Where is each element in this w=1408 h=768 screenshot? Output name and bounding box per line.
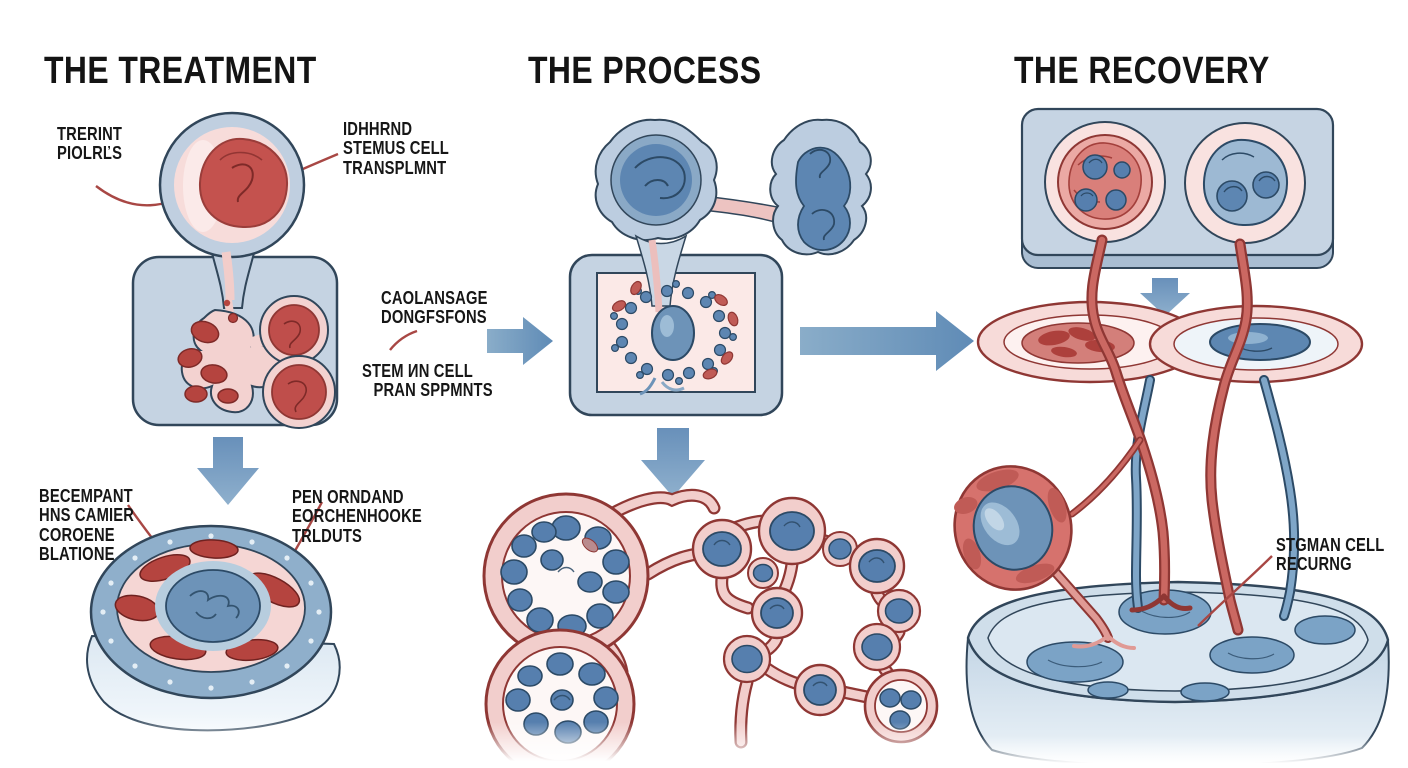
label-line: TRANSPLMNT <box>343 157 447 178</box>
basin <box>965 580 1390 768</box>
funnel <box>634 234 688 313</box>
label-process-stem-cell: STEM ИN CELL PRAN SPPMNTS <box>362 361 493 401</box>
recovery-illustration <box>940 107 1408 768</box>
label-line: TRERINT <box>57 124 123 144</box>
label-treatment-source: TRERINT PIOLRĽS <box>57 124 123 164</box>
cell-wreath <box>609 280 739 396</box>
pointer-line-recovery <box>1197 555 1273 627</box>
label-line: EORCHENHOOKE <box>292 506 422 527</box>
label-line: PEN ORNDAND <box>292 487 404 507</box>
label-recovery-stem-cell-return: STGMAN CELL RECURNG <box>1276 535 1385 575</box>
heading-recovery: THE RECOVERY <box>1014 50 1270 92</box>
label-line: RECURNG <box>1276 554 1352 575</box>
recovery-panel <box>1020 107 1335 269</box>
label-treatment-ordand: PEN ORNDAND EORCHENHOOKE TRLDUTS <box>292 487 422 546</box>
label-line: DONGFSFONS <box>381 307 487 328</box>
label-line: STEM ИN CELL <box>362 361 473 381</box>
label-line: IDHHRND <box>343 119 413 139</box>
stem-cell-flask <box>158 111 306 309</box>
label-line: PRAN SPPMNTS <box>373 380 493 401</box>
arrow-right-icon <box>487 317 553 365</box>
label-process-collection: CAOLANSAGE DONGFSFONS <box>381 288 488 328</box>
arrow-down-small-icon <box>1140 278 1190 316</box>
label-line: CAOLANSAGE <box>381 288 488 308</box>
petri-dish <box>86 524 341 732</box>
label-treatment-recipient: BECEMPANT HNS CAMIER COROENE BLATIONE <box>39 486 135 565</box>
label-line: HNS CAMIER <box>39 505 135 526</box>
heading-treatment: THE TREATMENT <box>44 50 317 92</box>
label-line: STEMUS CELL <box>343 138 449 159</box>
label-line: COROENE <box>39 524 115 545</box>
label-line: TRLDUTS <box>292 525 363 546</box>
marrow-circle-left <box>1044 121 1166 243</box>
label-treatment-transplant: IDHHRND STEMUS CELL TRANSPLMNT <box>343 119 449 178</box>
treatment-illustration <box>55 111 365 768</box>
label-line: STGMAN CELL <box>1276 535 1385 555</box>
label-line: BECEMPANT <box>39 486 133 506</box>
cell-pods <box>691 496 939 744</box>
arrow-right-large-icon <box>800 311 974 371</box>
arrow-down-icon <box>197 437 259 505</box>
dish-right <box>1148 304 1364 384</box>
heading-process: THE PROCESS <box>528 50 762 92</box>
vessels <box>1068 234 1300 636</box>
dividing-cell <box>769 118 872 256</box>
process-illustration <box>389 118 974 768</box>
bag-contents <box>177 295 336 429</box>
label-line: BLATIONE <box>39 544 115 565</box>
arrow-down-icon <box>641 428 705 497</box>
red-blood-cell <box>953 465 1136 650</box>
marrow-circle-right <box>1184 122 1306 244</box>
pointer-line-process <box>389 329 418 351</box>
donor-cell <box>594 118 718 241</box>
red-cell <box>198 137 289 229</box>
label-line: PIOLRĽS <box>57 143 123 164</box>
